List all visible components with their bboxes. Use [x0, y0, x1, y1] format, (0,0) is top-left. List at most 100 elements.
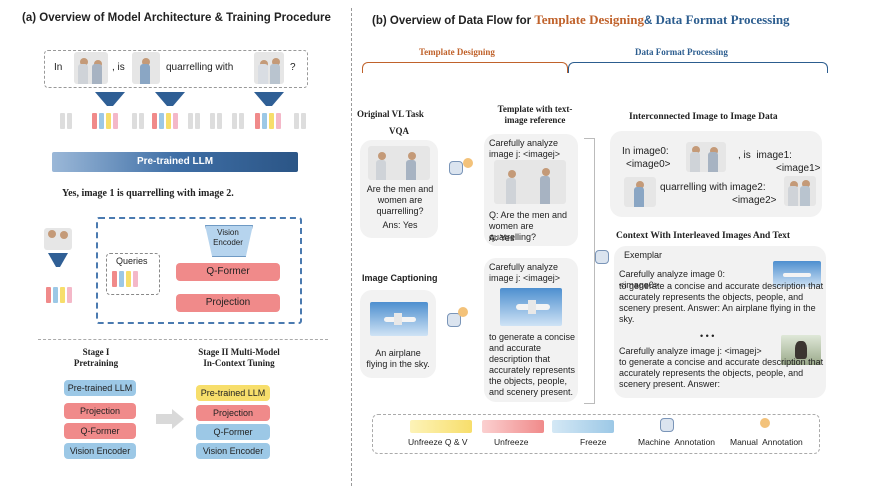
arch-encoder-trapezoid: [48, 253, 68, 267]
model-answer: Yes, image 1 is quarrelling with image 2…: [62, 188, 234, 199]
brace-format-label: Data Format Processing: [635, 47, 728, 57]
s1-projection: Projection: [64, 403, 136, 419]
robot-icon-3: [595, 250, 609, 264]
right-title-format: Data Format Processing: [655, 12, 790, 27]
original-task-header: Original VL Task: [357, 109, 424, 119]
query-word-question: ?: [290, 62, 296, 73]
ex-dots: • • •: [700, 331, 715, 341]
ex2-top: Carefully analyze image j: <imagej>: [619, 346, 762, 356]
vqa-image: [368, 146, 430, 180]
right-title-template: Template Designing: [534, 12, 644, 27]
template-card-2-image: [500, 288, 562, 326]
ic-image2: [784, 176, 816, 206]
template-header: Template with text-image reference: [497, 104, 573, 125]
token-row: [60, 113, 330, 133]
encoder-trapezoid-3: [254, 92, 284, 106]
legend-unfreeze: Unfreeze: [494, 437, 529, 447]
caption-image: [370, 302, 428, 336]
encoder-trapezoid-1: [95, 92, 125, 106]
ic-tag2: <image2>: [732, 195, 777, 206]
person-icon-1: [463, 158, 473, 168]
left-panel-title: (a) Overview of Model Architecture & Tra…: [22, 12, 331, 24]
ic-image1: [624, 177, 656, 207]
ic-tag1: <image1>: [776, 163, 821, 174]
template-card-2: [484, 258, 578, 402]
ex2-body: to generate a concise and accurate descr…: [619, 357, 824, 389]
template-card-1-top: Carefully analyze image j: <imagej>: [489, 138, 561, 159]
query-image-2: [132, 52, 160, 84]
interconnected-title: Interconnected Image to Image Data: [629, 112, 778, 122]
right-title-amp: &: [643, 15, 656, 27]
queries-label: Queries: [116, 256, 148, 266]
brace-template-label: Template Designing: [419, 47, 495, 57]
template-card-2-top: Carefully analyze image j: <imagej>: [489, 262, 561, 283]
template-card-1-q: Q: Are the men and women are quarrelling…: [489, 210, 568, 242]
queries-stripes: [112, 271, 152, 287]
projection-block: Projection: [176, 294, 280, 312]
stage1-title: Stage I Pretraining: [73, 347, 119, 368]
arch-token-stripes: [46, 287, 76, 303]
legend-unfreeze-qv: Unfreeze Q & V: [408, 437, 468, 447]
template-card-1-a: A: Yes: [489, 233, 515, 243]
legend-swatch-red: [482, 420, 544, 433]
robot-icon-1: [449, 161, 463, 175]
person-icon-2: [458, 307, 468, 317]
brace-format: [568, 62, 828, 73]
flow-bracket: [584, 138, 595, 404]
qformer-block: Q-Former: [176, 263, 280, 281]
stage-arrow: [156, 414, 172, 424]
vqa-label: VQA: [389, 126, 409, 136]
right-panel-title: (b) Overview of Data Flow for Template D…: [372, 12, 790, 28]
vqa-question: Are the men and women are quarrelling?: [366, 184, 434, 216]
stages-divider: [38, 339, 328, 340]
template-card-1-image: [494, 160, 566, 204]
panel-divider: [351, 8, 352, 486]
captioning-label: Image Captioning: [362, 273, 438, 283]
s1-llm: Pre-trained LLM: [64, 380, 136, 396]
ic-in: In image0:: [622, 146, 669, 157]
s2-llm: Pre-trained LLM: [196, 385, 270, 401]
vision-encoder-label: Vision Encoder: [213, 228, 243, 247]
architecture-box: [96, 217, 302, 324]
ex1-body: to generate a concise and accurate descr…: [619, 281, 824, 324]
ic-is: , is image1:: [738, 150, 792, 161]
queries-box: [106, 253, 160, 295]
legend-swatch-yellow: [410, 420, 472, 433]
vqa-answer: Ans: Yes: [382, 220, 418, 230]
ic-tag0: <image0>: [626, 159, 671, 170]
s2-projection: Projection: [196, 405, 270, 421]
query-image-1: [74, 52, 108, 84]
llm-bar: Pre-trained LLM: [52, 152, 298, 172]
context-title: Context With Interleaved Images And Text: [616, 231, 791, 241]
ex2-image: [781, 335, 821, 365]
llm-bar-label: Pre-trained LLM: [136, 156, 214, 167]
ic-image0: [686, 142, 726, 172]
right-title-prefix: (b) Overview of Data Flow for: [372, 15, 535, 27]
s2-qformer: Q-Former: [196, 424, 270, 440]
s1-vision-encoder: Vision Encoder: [64, 443, 136, 459]
ex1-image: [773, 261, 821, 287]
stage2-title: Stage II Multi-Model In-Context Tuning: [198, 347, 280, 368]
arch-input-image: [44, 228, 72, 250]
ex1-top: Carefully analyze image 0: <image0>: [619, 269, 726, 290]
query-box: [44, 50, 308, 88]
brace-template: [362, 62, 568, 73]
legend-freeze: Freeze: [580, 437, 607, 447]
legend-machine: Machine Annotation: [638, 437, 716, 447]
legend-box: [372, 414, 820, 454]
s1-qformer: Q-Former: [64, 423, 136, 439]
legend-swatch-blue: [552, 420, 614, 433]
query-word-in: In: [54, 62, 63, 73]
caption-text: An airplane flying in the sky.: [366, 348, 430, 369]
robot-icon-2: [447, 313, 461, 327]
person-icon-legend: [760, 418, 770, 428]
ic-quarrelling: quarrelling with image2:: [660, 182, 766, 193]
stage-arrow-head: [172, 409, 184, 429]
exemplar-label: Exemplar: [624, 250, 663, 260]
query-word-is: , is: [112, 62, 125, 73]
template-card-2-body: to generate a concise and accurate descr…: [489, 332, 576, 397]
legend-manual: Manual Annotation: [730, 437, 803, 447]
s2-vision-encoder: Vision Encoder: [196, 443, 270, 459]
encoder-trapezoid-2: [155, 92, 185, 106]
robot-icon-legend: [660, 418, 674, 432]
